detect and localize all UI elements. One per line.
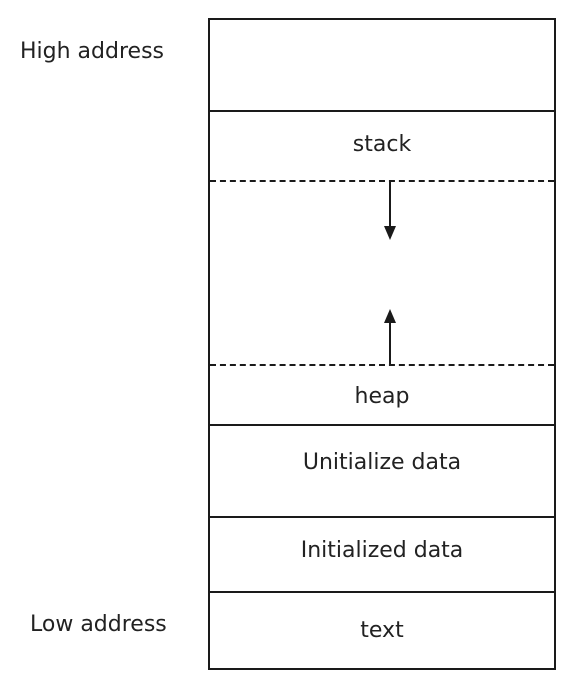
uninitialized-data-segment-label: Unitialize data [302, 450, 462, 475]
heap-segment-label: heap [354, 384, 410, 409]
down-arrow-icon [384, 182, 396, 244]
initialized-data-segment-label: Initialized data [300, 538, 464, 563]
segment-divider [210, 591, 554, 593]
high-address-label: High address [20, 39, 164, 64]
segment-divider [210, 110, 554, 112]
memory-layout-diagram: stack heap Unitialize data Initialized d… [208, 18, 556, 670]
stack-boundary-dashed [210, 180, 554, 182]
text-segment-label: text [360, 618, 404, 643]
up-arrow-icon [384, 305, 396, 365]
low-address-label: Low address [30, 612, 167, 637]
heap-boundary-dashed [210, 364, 554, 366]
segment-divider [210, 424, 554, 426]
stack-segment-label: stack [352, 132, 412, 157]
segment-divider [210, 516, 554, 518]
